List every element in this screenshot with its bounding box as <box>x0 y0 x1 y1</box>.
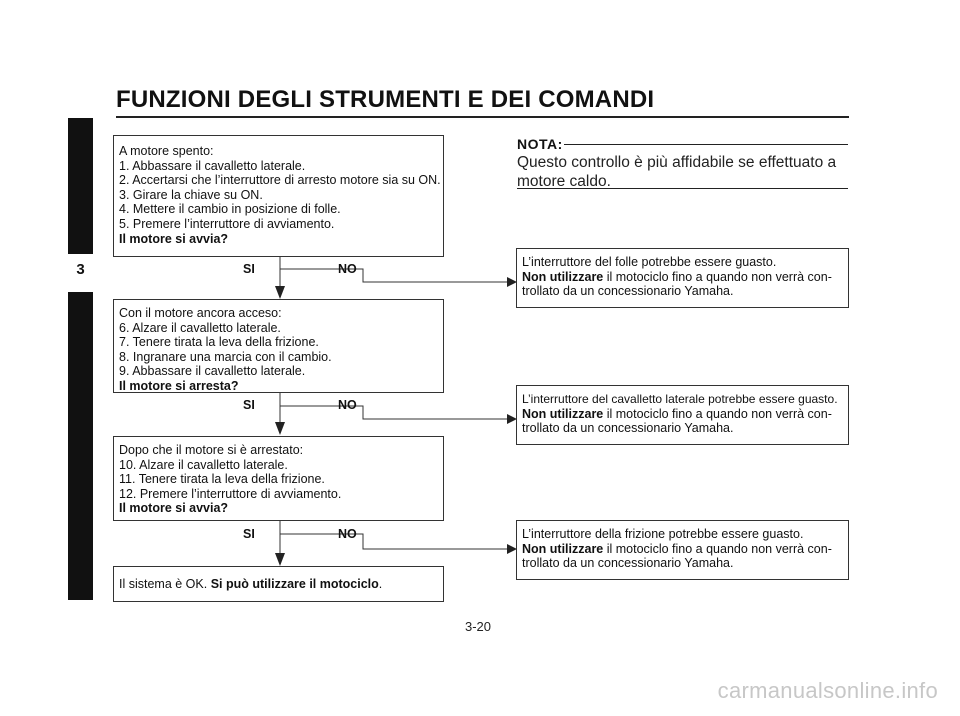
yes-label-3: SI <box>243 527 255 541</box>
nota-rule-top <box>564 144 848 145</box>
fault-1-line: trollato da un concessionario Yamaha. <box>522 284 734 299</box>
fault-3-line: L’interruttore della frizione potrebbe e… <box>522 527 804 541</box>
fault-box-clutch: L’interruttore della frizione potrebbe e… <box>516 520 849 580</box>
watermark: carmanualsonline.info <box>717 678 938 703</box>
fault-2-line: L’interruttore del cavalletto laterale p… <box>522 392 838 406</box>
step-1-line: 3. Girare la chiave su ON. <box>119 187 263 202</box>
chapter-tab <box>68 118 93 600</box>
title-rule <box>116 116 849 118</box>
step-1-line: A motore spento: <box>119 144 214 158</box>
chapter-number: 3 <box>76 261 85 278</box>
fault-2-line: trollato da un concessionario Yamaha. <box>522 421 734 436</box>
step-1-line: 2. Accertarsi che l’interruttore di arre… <box>119 173 441 188</box>
fault-3-bold: Non utilizzare <box>522 541 604 556</box>
fault-1-line: L’interruttore del folle potrebbe essere… <box>522 255 777 269</box>
step-3-question: Il motore si avvia? <box>119 501 229 516</box>
step-1-line: 4. Mettere il cambio in posizione di fol… <box>119 202 341 217</box>
arrow-right-3 <box>507 544 517 554</box>
step-2-line: 8. Ingranare una marcia con il cambio. <box>119 349 332 364</box>
step-1-line: 5. Premere l’interruttore di avviamento. <box>119 216 335 231</box>
no-label-1: NO <box>338 262 357 276</box>
step-3-line: Dopo che il motore si è arrestato: <box>119 443 304 457</box>
fault-box-sidestand: L’interruttore del cavalletto laterale p… <box>516 385 849 445</box>
result-ok-box: Il sistema è OK. Si può utilizzare il mo… <box>113 566 444 602</box>
arrow-down-2 <box>275 422 285 435</box>
arrow-down-3 <box>275 553 285 566</box>
step-box-3: Dopo che il motore si è arrestato: 10. A… <box>113 436 444 521</box>
step-1-question: Il motore si avvia? <box>119 231 229 246</box>
fault-2-bold: Non utilizzare <box>522 406 604 421</box>
step-2-line: 6. Alzare il cavalletto laterale. <box>119 320 281 335</box>
yes-label-1: SI <box>243 262 255 276</box>
nota-rule-bottom <box>517 188 848 189</box>
no-label-2: NO <box>338 398 357 412</box>
step-3-line: 11. Tenere tirata la leva della frizione… <box>119 472 325 487</box>
step-box-2: Con il motore ancora acceso: 6. Alzare i… <box>113 299 444 393</box>
yes-label-2: SI <box>243 398 255 412</box>
fault-1-bold: Non utilizzare <box>522 269 604 284</box>
step-1-line: 1. Abbassare il cavalletto laterale. <box>119 158 306 173</box>
arrow-right-2 <box>507 414 517 424</box>
chapter-tab-marker <box>68 254 93 292</box>
result-ok-bold: Si può utilizzare il motociclo <box>210 577 379 591</box>
fault-1-line: il motociclo fino a quando non verrà con… <box>603 269 832 284</box>
page-number: 3-20 <box>465 619 492 634</box>
page-title: FUNZIONI DEGLI STRUMENTI E DEI COMANDI <box>116 86 655 113</box>
fault-3-line: trollato da un concessionario Yamaha. <box>522 556 734 571</box>
arrow-down-1 <box>275 286 285 299</box>
step-2-line: Con il motore ancora acceso: <box>119 306 282 320</box>
nota-text: Questo controllo è più affidabile se eff… <box>517 154 837 190</box>
step-box-1: A motore spento: 1. Abbassare il cavalle… <box>113 135 444 257</box>
result-ok-text: Il sistema è OK. <box>119 577 211 591</box>
step-2-question: Il motore si arresta? <box>119 378 239 393</box>
arrow-right-1 <box>507 277 517 287</box>
no-label-3: NO <box>338 527 357 541</box>
fault-box-neutral: L’interruttore del folle potrebbe essere… <box>516 248 849 308</box>
step-2-line: 9. Abbassare il cavalletto laterale. <box>119 364 306 379</box>
fault-2-line: il motociclo fino a quando non verrà con… <box>603 406 832 421</box>
step-3-line: 10. Alzare il cavalletto laterale. <box>119 457 288 472</box>
fault-3-line: il motociclo fino a quando non verrà con… <box>603 541 832 556</box>
step-3-line: 12. Premere l’interruttore di avviamento… <box>119 486 342 501</box>
step-2-line: 7. Tenere tirata la leva della frizione. <box>119 335 319 350</box>
nota-label: NOTA: <box>517 136 563 152</box>
result-ok-end: . <box>378 577 383 591</box>
